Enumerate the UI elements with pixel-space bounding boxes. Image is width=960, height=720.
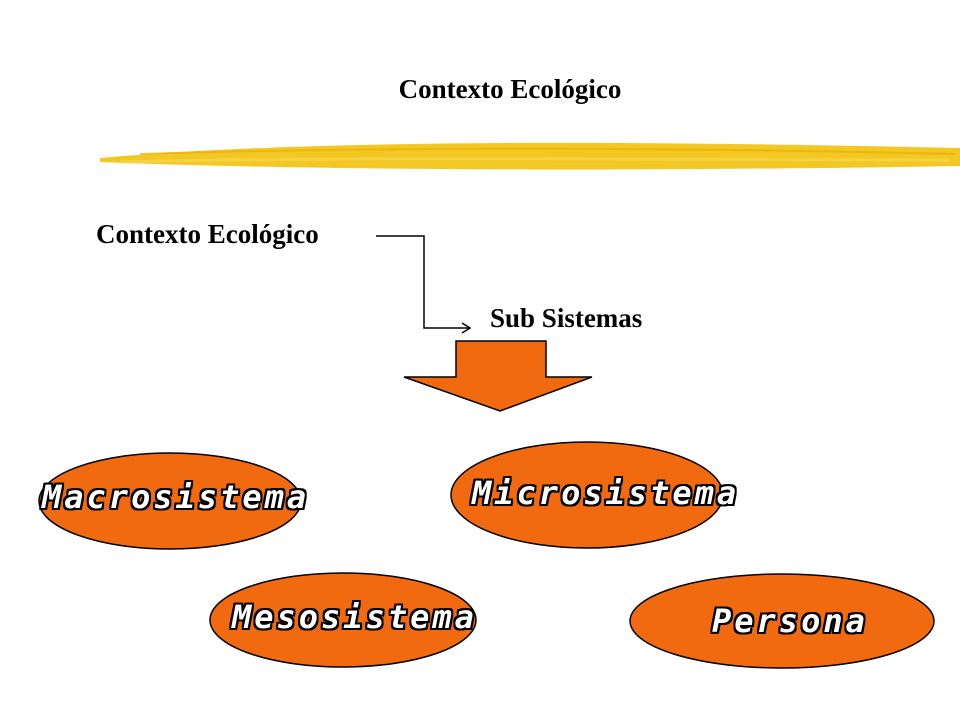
down-arrow xyxy=(403,340,593,412)
micro-label: Microsistema xyxy=(472,474,740,512)
source-label: Contexto Ecológico xyxy=(96,219,319,249)
macro-label: Macrosistema xyxy=(42,478,310,516)
page-title: Contexto Ecológico xyxy=(398,74,622,104)
meso-label: Mesosistema xyxy=(232,598,477,636)
target-label: Sub Sistemas xyxy=(490,303,643,333)
connector-arrow xyxy=(376,235,472,334)
meso-node xyxy=(209,572,477,668)
micro-node xyxy=(450,441,724,549)
persona-node xyxy=(629,573,935,669)
macro-node xyxy=(38,452,302,550)
persona-label: Persona xyxy=(712,602,868,640)
